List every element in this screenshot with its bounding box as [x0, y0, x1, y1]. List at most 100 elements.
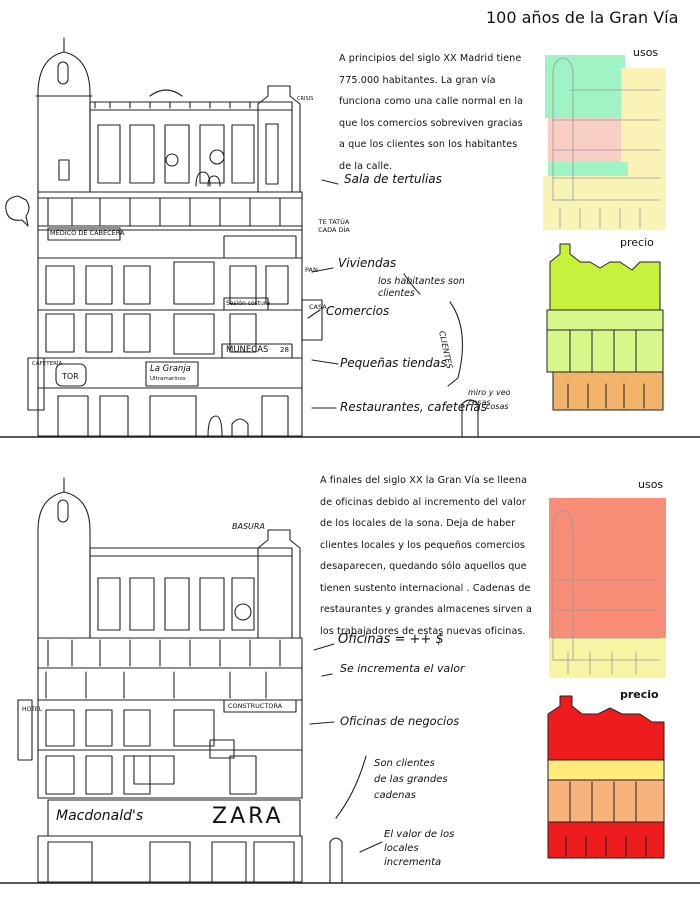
- bottom-precio-legend: [547, 695, 665, 859]
- precio-red-block: [547, 695, 665, 761]
- bottom-ac-unit: [209, 739, 235, 759]
- bottom-usos-legend: [549, 498, 666, 678]
- top-precio-legend: [546, 243, 664, 411]
- top-precio-label: precio: [620, 236, 654, 249]
- top-building: [0, 37, 700, 438]
- annotation-restaurantes: Restaurantes, cafeterías: [340, 400, 488, 414]
- page-title: 100 años de la Gran Vía: [486, 8, 679, 27]
- bottom-usos-label: usos: [638, 478, 664, 491]
- precio-yellow-block: [547, 759, 665, 781]
- bottom-shop-2: [211, 841, 247, 883]
- arrow-tertulias: [321, 179, 339, 185]
- bottom-cornice: [37, 637, 303, 669]
- sign-tatuaje: TE TATÚA CADA DÍA: [318, 218, 350, 234]
- top-dome-window-low: [58, 159, 70, 181]
- sign-crisis: CRISIS: [297, 96, 314, 102]
- annotation-valor-locales: El valor de los locales incrementa: [384, 829, 455, 868]
- usos-green-block: [545, 55, 625, 118]
- bottom-ground-floor: [37, 835, 303, 883]
- bottom-entrance: [149, 841, 191, 883]
- annotation-negocios: Oficinas de negocios: [340, 714, 460, 728]
- top-observer: [461, 399, 479, 437]
- bottom-annotation-arrows: [309, 643, 383, 853]
- top-arch: [231, 418, 249, 437]
- annotation-viviendas: Viviendas: [338, 256, 397, 270]
- top-dome-window: [57, 61, 69, 85]
- top-upper-body: [89, 101, 293, 193]
- usos-yellow-block-2: [549, 638, 666, 678]
- sign-constructora: CONSTRUCTORA: [228, 702, 283, 710]
- top-usos-legend: [543, 55, 666, 230]
- top-door-4: [261, 395, 289, 437]
- top-heart-bubble: [165, 153, 179, 167]
- bottom-floor-3-windows: [45, 709, 215, 747]
- annotation-habitantes: los habitantes son clientes: [378, 276, 465, 299]
- sign-macdonalds: Macdonald's: [56, 808, 144, 824]
- sign-munecas: MUÑECAS: [226, 345, 269, 355]
- top-balcony-plants: [223, 235, 297, 259]
- bottom-shop-1: [47, 841, 93, 883]
- annotation-cosas: cosas: [486, 402, 509, 411]
- sign-casa: CASA: [309, 303, 327, 311]
- top-emblem: [149, 89, 183, 97]
- top-medico-sign: [47, 227, 121, 241]
- top-floor-3-windows: [45, 261, 289, 305]
- bottom-tower-right: [257, 529, 301, 639]
- sign-zara: ZARA: [212, 804, 284, 829]
- sign-granja-sub: Ultramarinos: [150, 376, 186, 382]
- precio-green-block: [549, 243, 661, 311]
- bottom-upper-body: [89, 547, 293, 639]
- bottom-upper-windows: [97, 577, 255, 631]
- annotation-tiendas: Pequeñas tiendas: [340, 356, 447, 370]
- annotation-basura: BASURA: [232, 522, 265, 531]
- precio-orange-block: [552, 371, 664, 411]
- sign-cafeteria: CAFETERÍA: [32, 361, 63, 367]
- annotation-comercios: Comercios: [326, 304, 390, 318]
- top-annotation-arrows: [307, 179, 464, 409]
- top-usos-label: usos: [633, 46, 659, 59]
- top-granja-sign: [145, 361, 199, 387]
- top-door-3: [149, 395, 197, 437]
- annotation-tertulias: Sala de tertulias: [344, 172, 442, 186]
- annotation-valor: Se incrementa el valor: [340, 662, 465, 675]
- bottom-precio-label: precio: [620, 688, 659, 701]
- top-tower-right: [257, 85, 301, 193]
- sign-pan: PAN: [305, 266, 318, 274]
- annotation-clientes-grandes: Son clientes de las grandes cadenas: [374, 758, 448, 801]
- top-casa-sign: [301, 299, 323, 341]
- sign-tor: TOR: [62, 372, 79, 381]
- bottom-hotel-sign: [17, 699, 33, 761]
- top-tor-sign: [55, 363, 87, 387]
- usos-yellow-block: [621, 68, 666, 118]
- top-left-bubble: [5, 195, 30, 227]
- sign-granja: La Granja: [150, 364, 191, 374]
- top-cafeteria-sign: [27, 357, 45, 411]
- top-door-1: [57, 395, 89, 437]
- bottom-floor-2: [37, 667, 303, 701]
- top-character-2: [207, 415, 223, 437]
- bottom-observer: [329, 837, 343, 883]
- precio-peach-block: [547, 779, 665, 823]
- bottom-shop-3: [253, 841, 295, 883]
- top-intro-text: A principios del siglo XX Madrid tiene 7…: [339, 53, 524, 172]
- top-speech-bubble: [209, 149, 225, 165]
- bottom-building: [0, 477, 700, 884]
- usos-lightyellow-block: [543, 176, 666, 230]
- bottom-intro-text: A finales del siglo XX la Gran Vía se ll…: [320, 475, 533, 637]
- usos-pink-block: [548, 118, 628, 162]
- top-upper-windows: [97, 124, 255, 184]
- sign-medico: MÉDICO DE CABECERA: [50, 229, 125, 237]
- top-floor-4-windows: [45, 313, 257, 355]
- annotation-oficinas: Oficinas = ++ $: [338, 632, 444, 647]
- sign-costura: Sesión costura: [226, 300, 271, 307]
- bottom-floor-4-windows: [45, 755, 257, 795]
- top-tower-window: [265, 123, 279, 185]
- bottom-dome: [37, 491, 91, 639]
- bottom-constructora-sign: [223, 699, 297, 713]
- top-dome: [37, 51, 91, 193]
- bottom-satellite-dish: [234, 603, 252, 621]
- top-costura-sign: [223, 297, 269, 311]
- precio-lightgreen-block: [546, 309, 664, 373]
